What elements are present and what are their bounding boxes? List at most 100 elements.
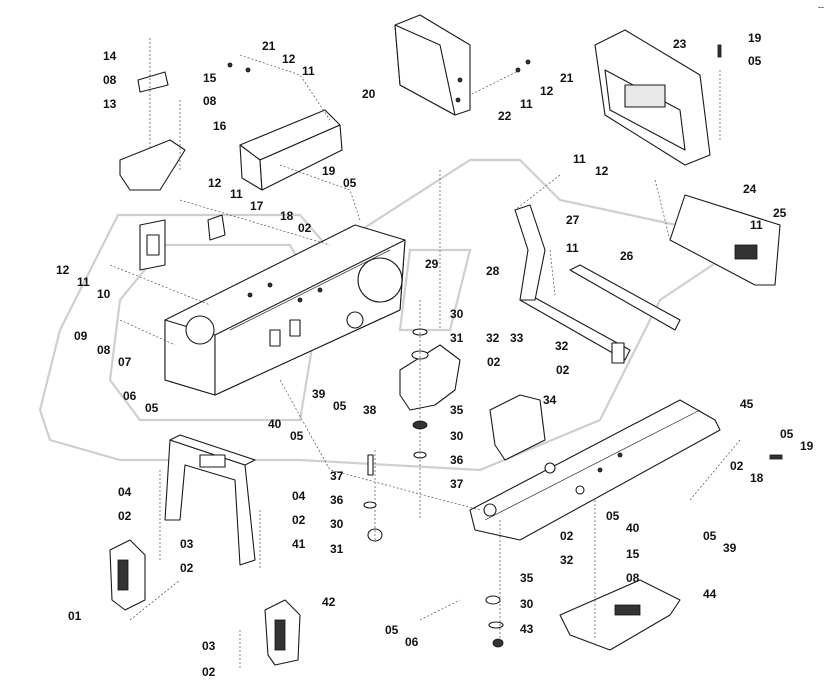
callout-02f: 02 xyxy=(180,561,194,575)
watermark-logo xyxy=(38,158,722,472)
callout-38: 38 xyxy=(363,403,377,417)
callout-03b: 03 xyxy=(202,639,216,653)
callout-01: 01 xyxy=(68,609,82,623)
callout-34: 34 xyxy=(543,393,557,407)
callout-15: 15 xyxy=(203,71,217,85)
callout-36: 36 xyxy=(450,453,464,467)
cover-part-20 xyxy=(239,109,343,191)
callout-04b: 04 xyxy=(292,489,306,503)
callout-02i: 02 xyxy=(730,459,744,473)
callout-08c: 08 xyxy=(97,343,111,357)
callout-18b: 18 xyxy=(750,471,764,485)
base-frame-part-45 xyxy=(469,399,721,541)
callout-03: 03 xyxy=(180,537,194,551)
callout-12b: 12 xyxy=(540,84,554,98)
callout-44: 44 xyxy=(703,587,717,601)
callout-19c: 19 xyxy=(800,439,814,453)
callout-35: 35 xyxy=(450,403,464,417)
callout-36b: 36 xyxy=(330,493,344,507)
callout-26: 26 xyxy=(620,249,634,263)
callout-12: 12 xyxy=(282,52,296,66)
callout-02e: 02 xyxy=(292,513,306,527)
callout-31b: 31 xyxy=(330,542,344,556)
callout-labels: 14 08 13 15 08 16 21 12 11 20 22 11 12 2… xyxy=(56,31,814,679)
callout-39: 39 xyxy=(312,387,326,401)
callout-06: 06 xyxy=(123,389,137,403)
beam-part-17 xyxy=(207,214,226,241)
callout-08b: 08 xyxy=(203,94,217,108)
callout-39b: 39 xyxy=(723,541,737,555)
callout-02h: 02 xyxy=(560,529,574,543)
callout-11c: 11 xyxy=(573,152,586,166)
rail-part-26 xyxy=(519,264,681,364)
callout-30d: 30 xyxy=(520,597,534,611)
callout-11b: 11 xyxy=(520,97,533,111)
corner-mark: -- xyxy=(818,2,824,12)
callout-19: 19 xyxy=(748,31,762,45)
callout-05f: 05 xyxy=(385,623,399,637)
callout-05c: 05 xyxy=(145,401,159,415)
callout-10: 10 xyxy=(97,287,111,301)
callout-12e: 12 xyxy=(56,263,70,277)
callout-17: 17 xyxy=(250,199,264,213)
callout-30c: 30 xyxy=(330,517,344,531)
plate-part-10 xyxy=(139,219,166,271)
callout-05b: 05 xyxy=(343,176,357,190)
plate-part-24 xyxy=(669,194,781,286)
callout-21b: 21 xyxy=(560,71,574,85)
callout-15b: 15 xyxy=(626,547,640,561)
frame-part-41 xyxy=(164,434,256,566)
callout-11: 11 xyxy=(302,64,315,78)
callout-02b: 02 xyxy=(487,355,501,369)
leader-lines xyxy=(109,38,741,670)
callout-12c: 12 xyxy=(595,164,609,178)
callout-09: 09 xyxy=(74,329,88,343)
callout-20: 20 xyxy=(362,87,376,101)
callout-08: 08 xyxy=(103,73,117,87)
bracket-part-42 xyxy=(264,599,301,666)
callout-45: 45 xyxy=(740,397,754,411)
callout-37b: 37 xyxy=(330,469,344,483)
bracket-part-44 xyxy=(559,579,681,651)
callout-11g: 11 xyxy=(77,275,90,289)
callout-05h: 05 xyxy=(780,427,794,441)
callout-05e: 05 xyxy=(333,399,347,413)
callout-40: 40 xyxy=(268,417,282,431)
callout-06b: 06 xyxy=(405,635,419,649)
callout-23: 23 xyxy=(673,37,687,51)
callout-24: 24 xyxy=(743,182,757,196)
callout-05g: 05 xyxy=(606,509,620,523)
bracket-part-22 xyxy=(394,14,471,116)
callout-30b: 30 xyxy=(450,429,464,443)
callout-11f: 11 xyxy=(230,187,243,201)
bracket-part-16 xyxy=(119,139,186,191)
bracket-part-01 xyxy=(109,539,146,611)
callout-05d: 05 xyxy=(290,429,304,443)
guard-part-23 xyxy=(594,29,711,166)
callout-27: 27 xyxy=(566,213,580,227)
callout-19b: 19 xyxy=(322,164,336,178)
callout-28: 28 xyxy=(486,264,500,278)
callout-22: 22 xyxy=(498,109,512,123)
callout-18: 18 xyxy=(280,209,294,223)
arm-part-28 xyxy=(514,204,546,301)
callout-42: 42 xyxy=(322,595,336,609)
fasteners xyxy=(227,44,783,648)
callout-33: 33 xyxy=(510,331,524,345)
callout-05: 05 xyxy=(748,54,762,68)
callout-11e: 11 xyxy=(566,241,579,255)
callout-02g: 02 xyxy=(202,665,216,679)
callout-12d: 12 xyxy=(208,176,222,190)
callout-32c: 32 xyxy=(560,553,574,567)
callout-02: 02 xyxy=(298,221,312,235)
callout-37: 37 xyxy=(450,477,464,491)
plate-part-13 xyxy=(137,71,169,93)
callout-32b: 32 xyxy=(555,339,569,353)
callout-30: 30 xyxy=(450,307,464,321)
callout-13: 13 xyxy=(103,97,117,111)
callout-32: 32 xyxy=(486,331,500,345)
callout-31: 31 xyxy=(450,331,464,345)
callout-35b: 35 xyxy=(520,571,534,585)
callout-05i: 05 xyxy=(703,529,717,543)
